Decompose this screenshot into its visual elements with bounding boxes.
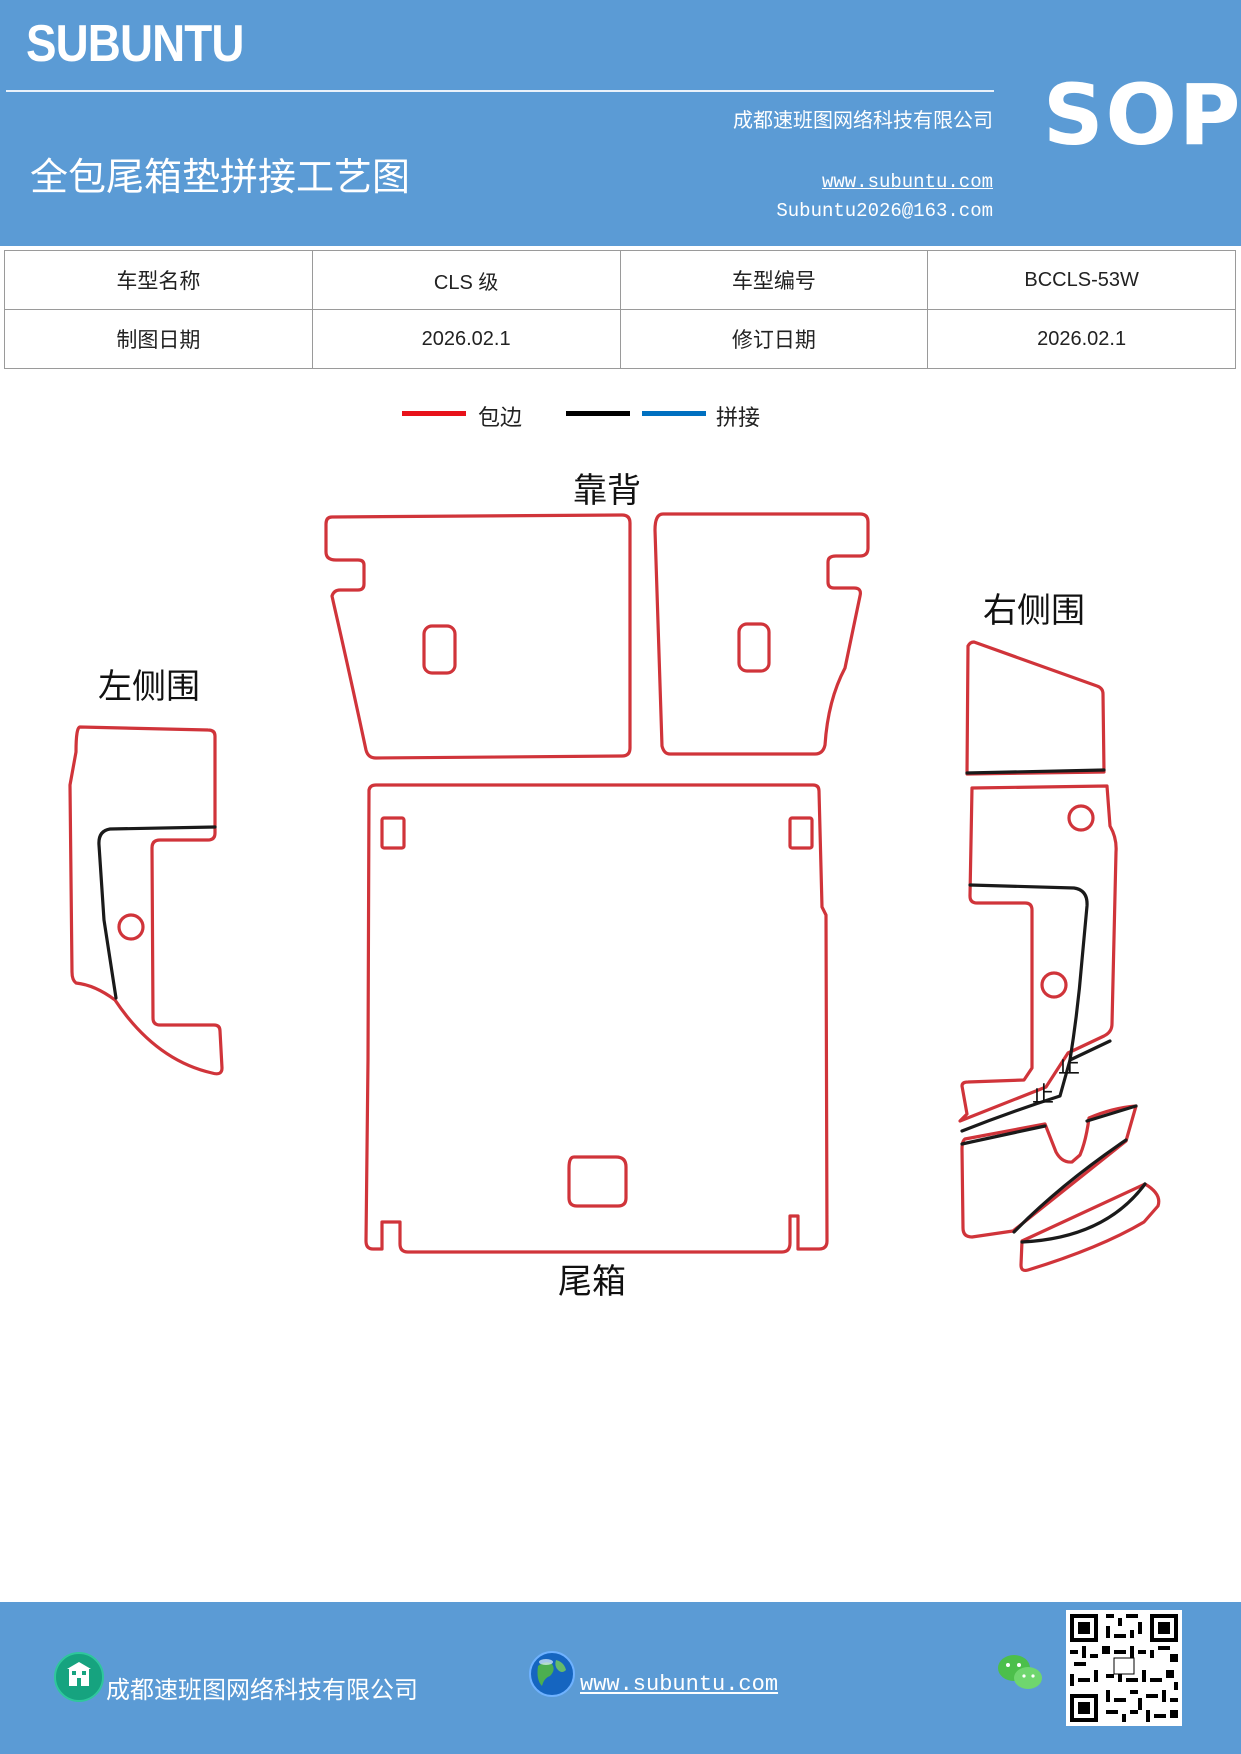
label-backrest: 靠背 [573,471,641,511]
header-banner: SUBUNTU 成都速班图网络科技有限公司 全包尾箱垫拼接工艺图 www.sub… [0,0,1241,246]
legend-line-black [566,411,630,416]
footer-website-link[interactable]: www.subuntu.com [580,1672,779,1697]
wechat-icon[interactable] [996,1652,1044,1694]
left-side-panel [68,725,224,1076]
right-side-seam-lower-b [960,1104,1138,1146]
qr-code[interactable] [1066,1610,1182,1726]
right-side-seam-lower-d [1020,1182,1147,1244]
trunk-clip-right [788,816,814,850]
trunk-floor-panel [364,783,829,1254]
right-side-middle-piece [958,784,1118,1123]
right-side-upper-piece [965,640,1106,776]
email-address: Subuntu2026@163.com [776,200,993,222]
sop-mark: SOP [1043,66,1241,164]
footer-company: 成都速班图网络科技有限公司 [106,1676,418,1704]
label-right-side: 右侧围 [983,591,1085,631]
table-cell: 车型名称 [4,250,313,310]
right-side-hole-lower [1040,971,1068,999]
table-cell: 车型编号 [619,250,929,310]
right-side-lower-piece-b [1019,1182,1161,1273]
label-trunk: 尾箱 [558,1262,626,1302]
right-side-seam-lower-a [960,1039,1112,1133]
table-cell: CLS 级 [311,250,621,310]
backrest-right-cutout [737,622,771,673]
left-side-seam [97,825,217,1000]
building-icon [54,1652,104,1702]
header-divider [6,90,994,92]
table-cell: 2026.02.1 [927,309,1236,369]
table-row: 车型名称 CLS 级 车型编号 BCCLS-53W [4,250,1236,310]
legend-line-seam [642,411,706,416]
table-cell: BCCLS-53W [927,250,1236,310]
right-side-seam-upper [965,768,1106,775]
table-cell: 修订日期 [619,309,929,369]
company-name: 成都速班图网络科技有限公司 [733,108,993,132]
backrest-left-panel [324,513,632,760]
legend-label-seam: 拼接 [716,406,761,431]
globe-icon [528,1650,576,1698]
info-table: 车型名称 CLS 级 车型编号 BCCLS-53W 制图日期 2026.02.1… [4,250,1236,369]
footer-banner: 成都速班图网络科技有限公司 www.subuntu.com [0,1602,1241,1754]
legend: 包边 拼接 [0,400,1241,440]
table-row: 制图日期 2026.02.1 修订日期 2026.02.1 [4,309,1236,369]
label-left-side: 左侧围 [98,667,200,707]
document-title: 全包尾箱垫拼接工艺图 [30,155,411,199]
trunk-clip-left [380,816,406,850]
trunk-floor-cutout [567,1155,628,1208]
right-side-hole-upper [1067,804,1095,832]
seam-stop-mark: 止 [1032,1083,1054,1108]
right-side-seam-lower-c [1012,1138,1128,1234]
table-cell: 2026.02.1 [311,309,621,369]
legend-label-edge: 包边 [478,406,523,431]
brand-logo: SUBUNTU [26,15,244,73]
right-side-lower-piece-a [960,1104,1138,1239]
backrest-right-panel [653,512,870,756]
backrest-left-cutout [422,624,457,675]
trunk-mat-diagram: 靠背 左侧围 右侧围 尾箱 止 止 [68,471,1161,1302]
website-link[interactable]: www.subuntu.com [821,171,993,193]
table-cell: 制图日期 [4,309,313,369]
left-side-hole [117,913,145,941]
legend-line-edge [402,411,466,416]
seam-stop-mark: 止 [1058,1054,1080,1079]
right-side-seam-middle [968,883,1089,1062]
